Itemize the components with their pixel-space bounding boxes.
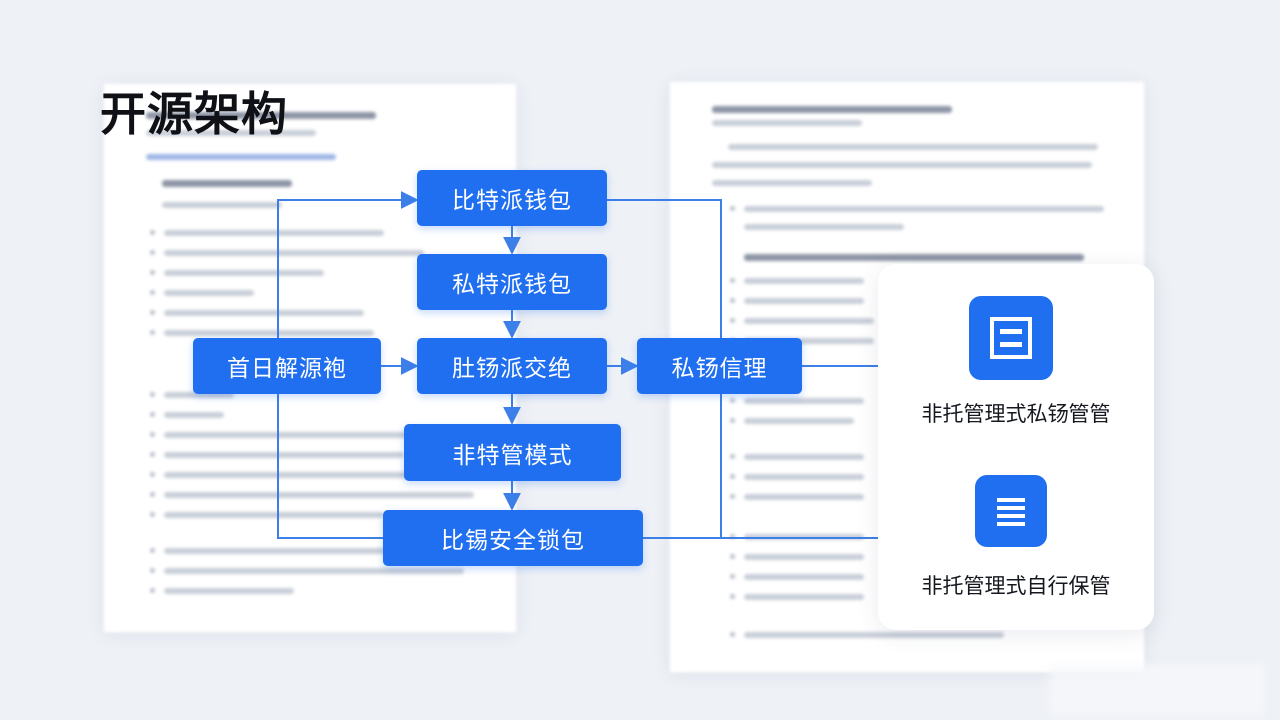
private-manage-node[interactable]: 私钖信理	[637, 338, 802, 394]
output-label-1: 非托管理式私钖管管	[921, 402, 1111, 426]
non-custodial-mode-node[interactable]: 非特管模式	[404, 424, 621, 481]
page-title: 开源架构	[100, 87, 288, 141]
output-card: 非托管理式私钖管管 非托管理式自行保管	[878, 264, 1154, 630]
bitcoin-wallet-node[interactable]: 比特派钱包	[417, 170, 607, 226]
secure-wallet-node[interactable]: 比锡安全锁包	[383, 510, 643, 566]
private-wallet-node[interactable]: 私特派钱包	[417, 254, 607, 310]
core-node[interactable]: 肚钖派交绝	[417, 338, 607, 394]
output-label-2: 非托管理式自行保管	[921, 574, 1111, 598]
list-icon	[975, 475, 1047, 547]
watermark-area	[1050, 665, 1265, 715]
panel-icon	[969, 296, 1053, 380]
source-input-node[interactable]: 首日解源袍	[193, 338, 381, 394]
connector-right-loop	[607, 199, 722, 538]
